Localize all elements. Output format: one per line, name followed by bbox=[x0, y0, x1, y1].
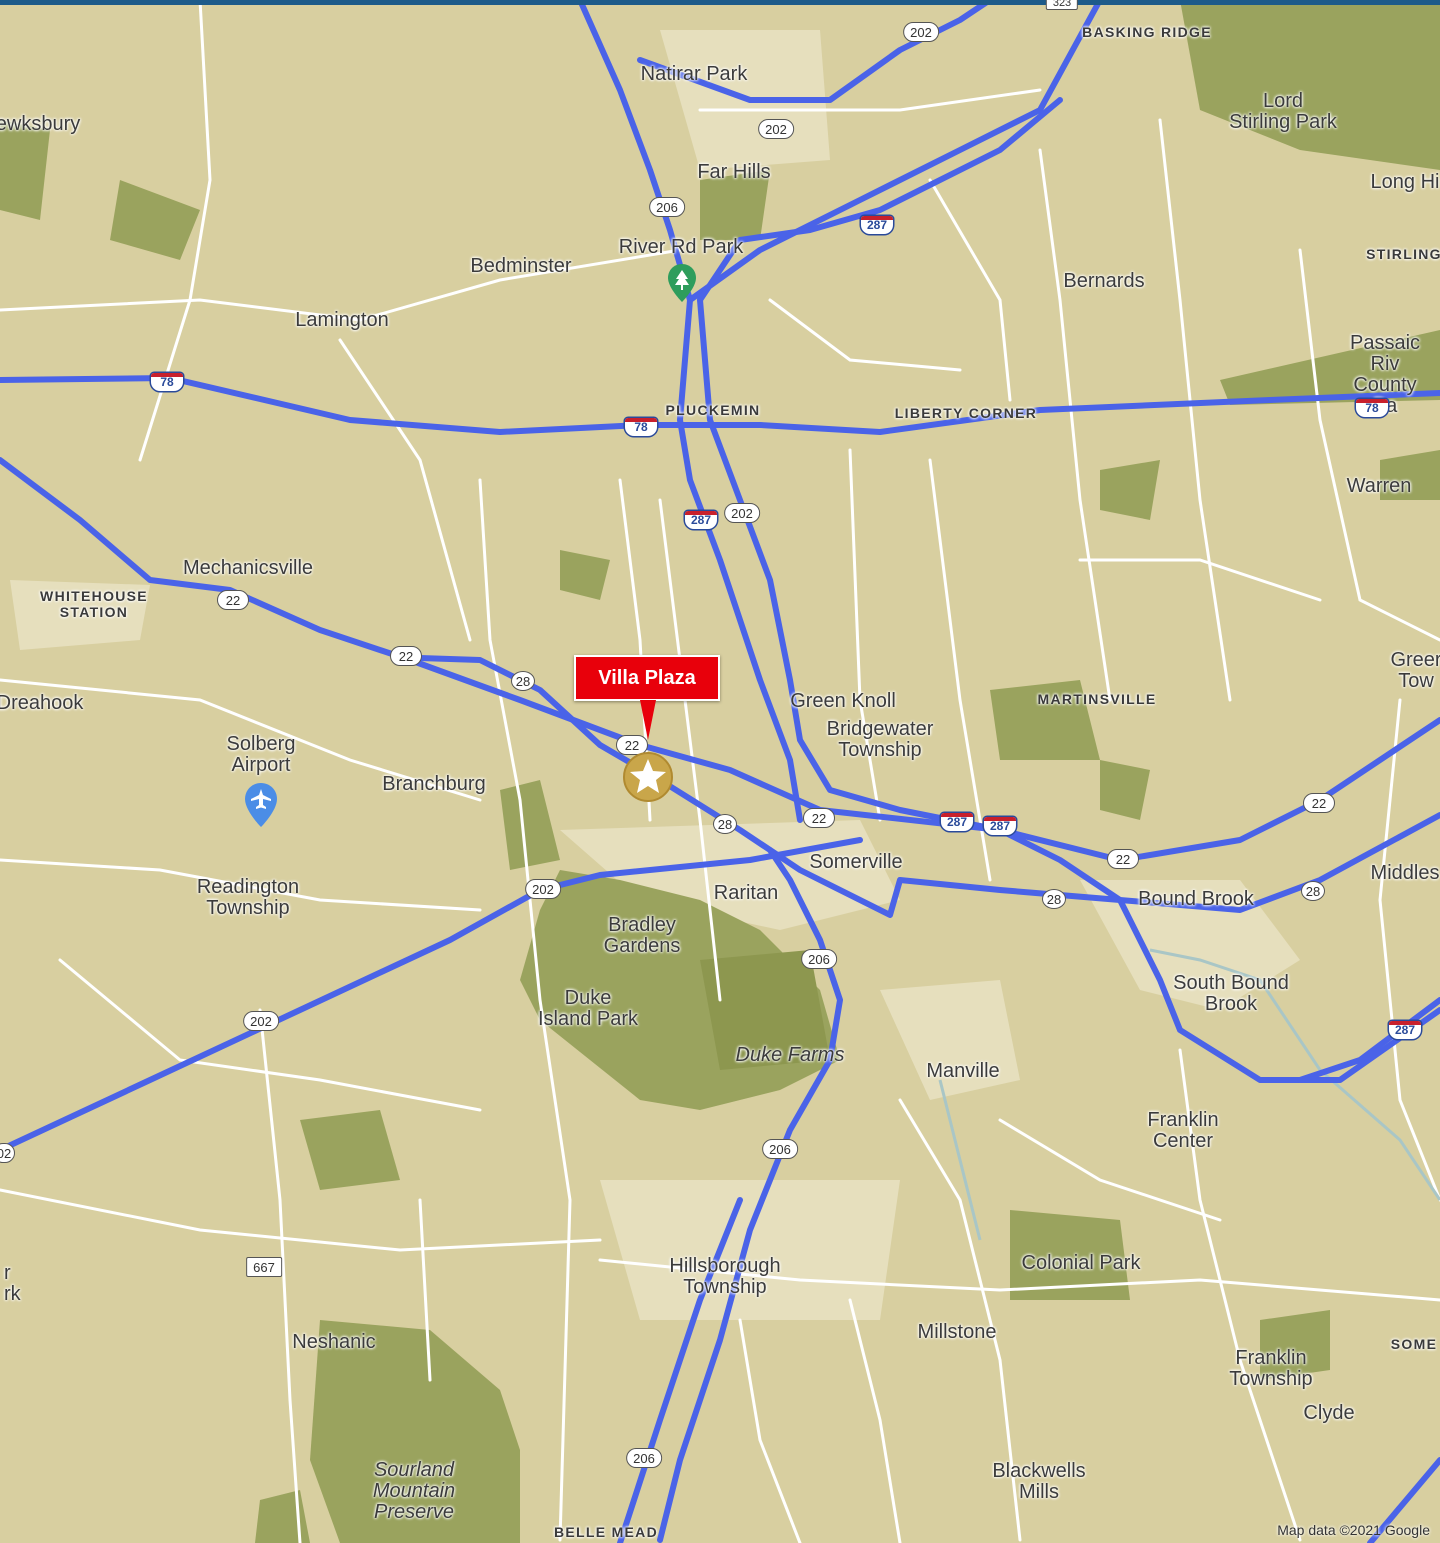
place-green-township: Greer Tow bbox=[1390, 649, 1440, 692]
us202-shield: 202 bbox=[903, 22, 939, 42]
place-colonial-park: Colonial Park bbox=[1021, 1252, 1141, 1274]
us202-shield: 202 bbox=[724, 503, 760, 523]
map-attribution: Map data ©2021 Google bbox=[1277, 1522, 1430, 1538]
place-martinsville: MARTINSVILLE bbox=[1037, 691, 1157, 707]
us22-shield: 22 bbox=[1107, 849, 1139, 869]
us22-shield: 22 bbox=[616, 735, 648, 755]
airport-pin-icon[interactable] bbox=[243, 782, 279, 828]
place-raritan: Raritan bbox=[713, 882, 779, 904]
us22-shield: 22 bbox=[217, 590, 249, 610]
nj28-shield: 28 bbox=[1042, 889, 1066, 909]
us202-shield: 202 bbox=[525, 879, 561, 899]
place-whitehouse-station: WHITEHOUSE STATION bbox=[40, 588, 148, 620]
i78-shield: 78 bbox=[151, 373, 183, 391]
place-left-edge-rk: r rk bbox=[4, 1262, 21, 1305]
place-basking-ridge: BASKING RIDGE bbox=[1082, 24, 1212, 40]
place-clyde: Clyde bbox=[1303, 1402, 1355, 1424]
place-liberty-corner: LIBERTY CORNER bbox=[894, 405, 1038, 421]
park-pin-icon[interactable] bbox=[667, 263, 697, 303]
us202-shield-edge: 02 bbox=[0, 1143, 15, 1163]
place-sourland-mountain-preserve: Sourland Mountain Preserve bbox=[372, 1459, 456, 1523]
place-franklin-center: Franklin Center bbox=[1147, 1109, 1219, 1152]
place-bedminster: Bedminster bbox=[470, 255, 572, 277]
place-mechanicsville: Mechanicsville bbox=[182, 557, 314, 579]
i78-shield: 78 bbox=[1356, 399, 1388, 417]
nj28-shield: 28 bbox=[1301, 881, 1325, 901]
place-river-rd-park: River Rd Park bbox=[618, 236, 744, 258]
us206-shield: 206 bbox=[626, 1448, 662, 1468]
us202-shield: 202 bbox=[758, 119, 794, 139]
place-warren: Warren bbox=[1346, 475, 1412, 497]
star-icon[interactable] bbox=[621, 750, 675, 804]
place-oreahook: Dreahook bbox=[0, 692, 84, 714]
rivers bbox=[938, 948, 1440, 1241]
place-far-hills: Far Hills bbox=[697, 161, 771, 183]
i287-shield: 287 bbox=[940, 813, 974, 831]
i287-shield: 287 bbox=[983, 817, 1017, 835]
place-franklin-township: Franklin Township bbox=[1229, 1347, 1313, 1390]
place-middlesex: Middles bbox=[1370, 862, 1440, 884]
place-millstone: Millstone bbox=[917, 1321, 997, 1343]
place-solberg-airport: Solberg Airport bbox=[226, 733, 296, 776]
us202-shield: 202 bbox=[243, 1011, 279, 1031]
place-hillsborough-township: Hillsborough Township bbox=[669, 1255, 781, 1298]
place-stirling: STIRLING bbox=[1366, 246, 1440, 262]
us22-shield: 22 bbox=[803, 808, 835, 828]
top-bar bbox=[0, 0, 1440, 5]
place-south-bound-brook: South Bound Brook bbox=[1173, 972, 1289, 1015]
callout-pointer bbox=[640, 700, 656, 740]
place-long-hill: Long Hi bbox=[1370, 171, 1440, 193]
place-bound-brook: Bound Brook bbox=[1138, 888, 1254, 910]
place-duke-island-park: Duke Island Park bbox=[537, 987, 639, 1030]
place-belle-mead: BELLE MEAD bbox=[554, 1524, 658, 1540]
i78-shield: 78 bbox=[625, 418, 657, 436]
place-manville: Manville bbox=[926, 1060, 1000, 1082]
place-blackwells-mills: Blackwells Mills bbox=[992, 1460, 1086, 1503]
nj28-shield: 28 bbox=[713, 814, 737, 834]
us206-shield: 206 bbox=[801, 949, 837, 969]
place-somerville: Somerville bbox=[809, 851, 903, 873]
us22-shield: 22 bbox=[390, 646, 422, 666]
cr323-shield: 323 bbox=[1045, 0, 1079, 10]
i287-shield: 287 bbox=[860, 216, 894, 234]
place-ewksbury: ewksbury bbox=[0, 113, 81, 135]
place-green-knoll: Green Knoll bbox=[790, 690, 896, 712]
place-lord-stirling-park: Lord Stirling Park bbox=[1229, 90, 1337, 133]
us206-shield: 206 bbox=[649, 197, 685, 217]
place-some: SOME bbox=[1390, 1336, 1438, 1352]
place-bradley-gardens: Bradley Gardens bbox=[603, 914, 681, 957]
nj28-shield: 28 bbox=[511, 671, 535, 691]
i287-shield: 287 bbox=[1388, 1021, 1422, 1039]
place-readington-township: Readington Township bbox=[196, 876, 300, 919]
place-branchburg: Branchburg bbox=[382, 773, 486, 795]
place-bernards: Bernards bbox=[1063, 270, 1145, 292]
location-callout[interactable]: Villa Plaza bbox=[574, 655, 720, 701]
place-lamington: Lamington bbox=[295, 309, 389, 331]
us206-shield: 206 bbox=[762, 1139, 798, 1159]
us22-shield: 22 bbox=[1303, 793, 1335, 813]
place-bridgewater-township: Bridgewater Township bbox=[826, 718, 934, 761]
i287-shield: 287 bbox=[684, 511, 718, 529]
cr667-shield: 667 bbox=[246, 1257, 282, 1277]
place-natirar-park: Natirar Park bbox=[640, 63, 748, 85]
place-duke-farms: Duke Farms bbox=[735, 1044, 845, 1066]
place-neshanic: Neshanic bbox=[292, 1331, 376, 1353]
place-pluckemin: PLUCKEMIN bbox=[665, 402, 761, 418]
